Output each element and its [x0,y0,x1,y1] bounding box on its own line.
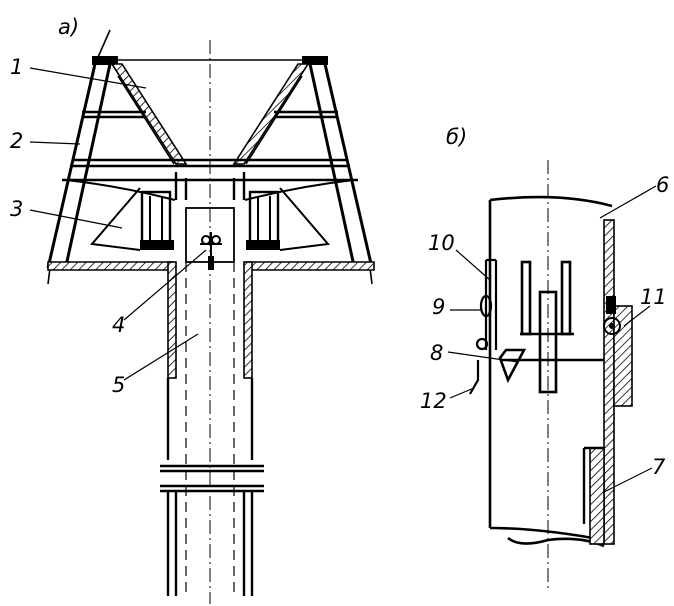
funnel-plate-right [232,63,310,165]
label-4: 4 [112,313,125,337]
support-box-left [140,190,174,250]
bottom-flange-left [47,261,173,271]
top-ring-left [92,56,118,65]
label-1: 1 [10,55,23,79]
hook-mechanism [498,260,604,394]
pipe-wall-right [243,261,253,379]
subfigure-a-drawing [29,29,375,604]
label-6: 6 [656,173,669,197]
subfigure-a-label: а) [58,15,79,39]
label-11: 11 [640,285,667,309]
latch-9-10 [469,258,498,395]
label-5: 5 [112,373,125,397]
label-7: 7 [652,455,666,479]
bottom-flange-right [247,261,375,271]
frame-ribs [62,110,358,182]
lower-tube-7 [589,447,605,545]
label-8: 8 [430,341,443,365]
label-3: 3 [10,197,23,221]
pipe-wall-left [167,261,177,379]
label-2: 2 [10,129,23,153]
leaders-b [447,185,657,493]
subfigure-b-label: б) [446,125,467,149]
socket-11 [603,296,621,335]
support-box-right [246,190,280,250]
inner-shell [65,179,355,251]
label-12: 12 [420,389,447,413]
label-10: 10 [428,231,455,255]
clamp-assembly [200,232,222,270]
subfigure-b-drawing [447,160,657,590]
lower-pipe [160,378,264,596]
outer-wall-6 [603,219,615,545]
leaders-a [29,67,207,381]
coupling-wall [613,305,633,407]
funnel-plate-left [110,63,188,165]
top-ring-right [302,56,328,65]
label-9: 9 [432,295,445,319]
